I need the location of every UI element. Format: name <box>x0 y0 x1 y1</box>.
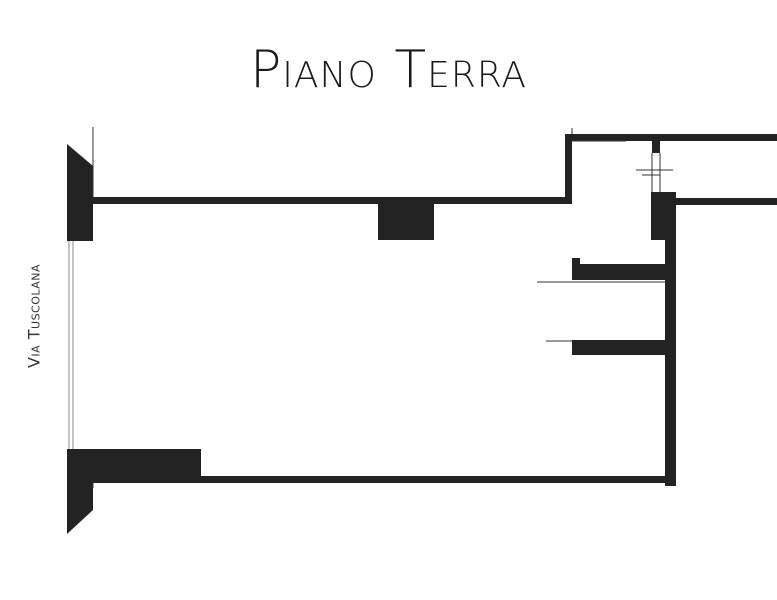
partition-upper-stub <box>572 258 580 280</box>
facade-pilaster-bottom <box>67 449 93 534</box>
corridor-wall-top <box>572 134 777 141</box>
bottom-wall-column <box>93 449 201 483</box>
plan-title: Piano Terra <box>249 40 528 100</box>
facade-pilaster-top <box>67 144 93 241</box>
right-wall <box>665 192 676 486</box>
top-wall-column <box>378 197 434 240</box>
bottom-wall <box>201 476 670 483</box>
corridor-wall-lower <box>676 198 777 205</box>
top-wall <box>93 197 572 204</box>
partition-upper <box>579 264 666 280</box>
top-right-wall-vertical <box>565 134 572 204</box>
partition-lower <box>572 340 666 355</box>
right-wall-column <box>651 192 669 240</box>
corridor-wall-stub <box>652 141 660 153</box>
